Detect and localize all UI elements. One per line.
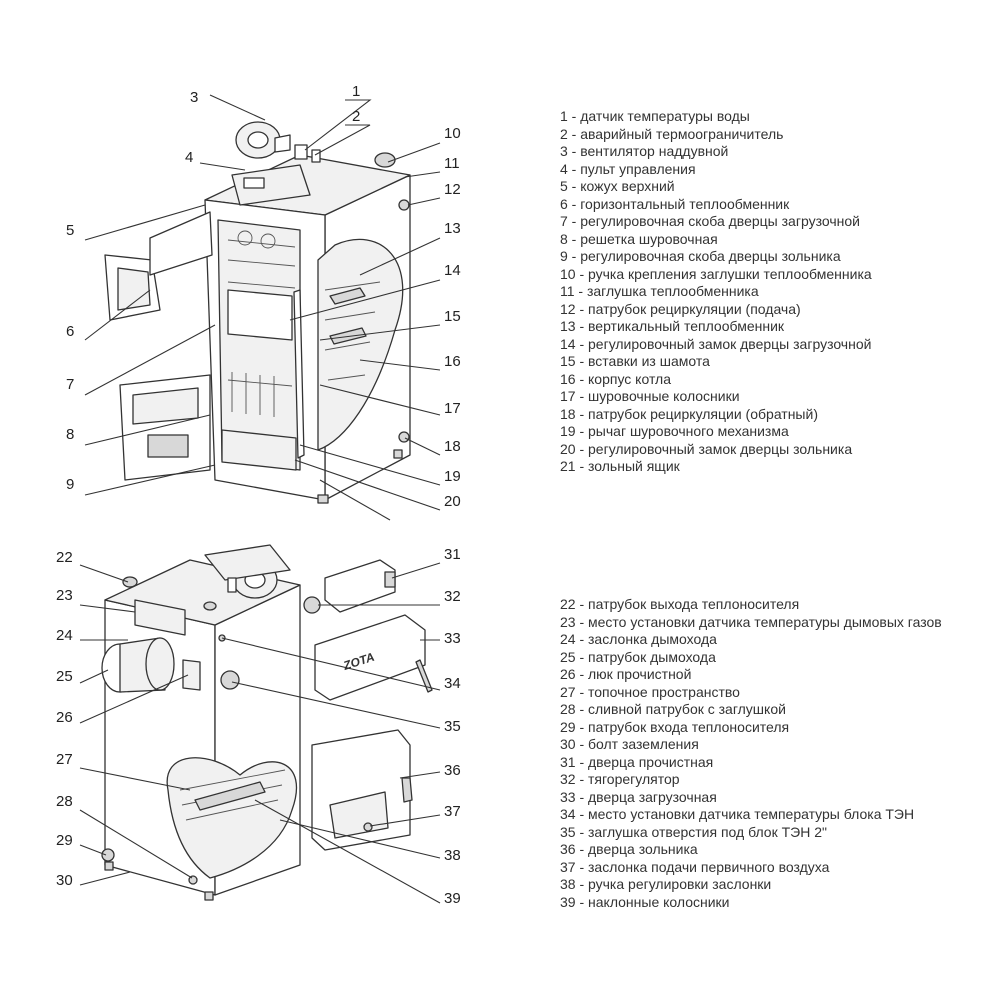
- callout-7: 7: [66, 376, 74, 393]
- legend-item: 28 - сливной патрубок с заглушкой: [560, 701, 786, 717]
- callout-3: 3: [190, 89, 198, 106]
- callout-37: 37: [444, 803, 461, 820]
- callout-33: 33: [444, 630, 461, 647]
- legend-item: 21 - зольный ящик: [560, 458, 680, 474]
- callout-16: 16: [444, 353, 461, 370]
- callout-32: 32: [444, 588, 461, 605]
- legend-item: 17 - шуровочные колосники: [560, 388, 740, 404]
- callout-26: 26: [56, 709, 73, 726]
- callout-numbers-top: 1 2 3 4 5 6 7 8 9 10 11 12 13 14 15 16 1…: [66, 83, 461, 510]
- legend-item: 33 - дверца загрузочная: [560, 788, 717, 805]
- legend-item: 23 - место установки датчика температуры…: [560, 613, 942, 630]
- boiler-front-view: [104, 121, 411, 504]
- legend-item: 16 - корпус котла: [560, 370, 672, 387]
- callout-20: 20: [444, 493, 461, 510]
- legend-item: 35 - заглушка отверстия под блок ТЭН 2": [560, 823, 827, 840]
- callout-lines-bottom: [79, 562, 441, 904]
- callout-6: 6: [66, 323, 74, 340]
- callout-14: 14: [444, 262, 461, 279]
- callout-39: 39: [444, 890, 461, 907]
- callout-lines-top: [84, 94, 441, 521]
- legend-item: 14 - регулировочный замок дверцы загрузо…: [560, 335, 872, 352]
- callout-34: 34: [444, 675, 461, 692]
- callout-18: 18: [444, 438, 461, 455]
- legend-item: 15 - вставки из шамота: [560, 353, 710, 369]
- legend-item: 26 - люк прочистной: [560, 666, 692, 682]
- callout-4: 4: [185, 149, 193, 166]
- legend-item: 13 - вертикальный теплообменник: [560, 318, 785, 334]
- legend-item: 37 - заслонка подачи первичного воздуха: [560, 858, 830, 875]
- callout-36: 36: [444, 762, 461, 779]
- legend-bottom: 22 - патрубок выхода теплоносителя 23 - …: [560, 596, 942, 911]
- callout-13: 13: [444, 220, 461, 237]
- legend-item: 34 - место установки датчика температуры…: [560, 806, 915, 822]
- callout-1: 1: [352, 83, 360, 100]
- legend-item: 6 - горизонтальный теплообменник: [560, 195, 790, 212]
- callout-24: 24: [56, 627, 73, 644]
- callout-numbers-bottom: 22 23 24 25 26 27 28 29 30 31 32 33 34 3…: [56, 546, 461, 907]
- legend-item: 29 - патрубок входа теплоносителя: [560, 718, 790, 735]
- callout-27: 27: [56, 751, 73, 768]
- callout-29: 29: [56, 832, 73, 849]
- legend-item: 31 - дверца прочистная: [560, 753, 714, 770]
- legend-item: 20 - регулировочный замок дверцы зольник…: [560, 440, 853, 457]
- callout-25: 25: [56, 668, 73, 685]
- callout-22: 22: [56, 549, 73, 566]
- callout-17: 17: [444, 400, 461, 417]
- legend-item: 19 - рычаг шуровочного механизма: [560, 423, 789, 439]
- callout-28: 28: [56, 793, 73, 810]
- callout-2: 2: [352, 108, 360, 125]
- legend-item: 9 - регулировочная скоба дверцы зольника: [560, 248, 841, 264]
- legend-item: 36 - дверца зольника: [560, 841, 698, 857]
- legend-item: 8 - решетка шуровочная: [560, 230, 718, 247]
- legend-item: 12 - патрубок рециркуляции (подача): [560, 300, 801, 317]
- callout-8: 8: [66, 426, 74, 443]
- callout-30: 30: [56, 872, 73, 889]
- legend-item: 18 - патрубок рециркуляции (обратный): [560, 405, 818, 422]
- legend-item: 39 - наклонные колосники: [560, 893, 730, 910]
- legend-item: 32 - тягорегулятор: [560, 771, 680, 787]
- legend-item: 10 - ручка крепления заглушки теплообмен…: [560, 265, 872, 282]
- exploded-doors: ZOTA: [303, 559, 433, 851]
- callout-38: 38: [444, 847, 461, 864]
- legend-item: 38 - ручка регулировки заслонки: [560, 876, 772, 892]
- callout-11: 11: [444, 155, 460, 172]
- callout-10: 10: [444, 125, 461, 142]
- callout-35: 35: [444, 718, 461, 735]
- legend-item: 25 - патрубок дымохода: [560, 648, 716, 665]
- callout-12: 12: [444, 181, 461, 198]
- callout-15: 15: [444, 308, 461, 325]
- callout-23: 23: [56, 587, 73, 604]
- legend-item: 5 - кожух верхний: [560, 178, 675, 194]
- legend-item: 3 - вентилятор наддувной: [560, 143, 729, 159]
- callout-5: 5: [66, 222, 74, 239]
- legend-item: 30 - болт заземления: [560, 736, 699, 752]
- legend-item: 11 - заглушка теплообменника: [560, 283, 759, 299]
- legend-top: 1 - датчик температуры воды 2 - аварийны…: [560, 108, 872, 476]
- callout-31: 31: [444, 546, 461, 563]
- legend-item: 27 - топочное пространство: [560, 683, 740, 700]
- boiler-rear-view: [101, 544, 301, 901]
- callout-19: 19: [444, 468, 461, 485]
- legend-item: 24 - заслонка дымохода: [560, 631, 717, 647]
- legend-item: 4 - пульт управления: [560, 160, 696, 177]
- callout-9: 9: [66, 476, 74, 493]
- legend-item: 7 - регулировочная скоба дверцы загрузоч…: [560, 213, 860, 229]
- legend-item: 2 - аварийный термоограничитель: [560, 125, 784, 142]
- legend-item: 22 - патрубок выхода теплоносителя: [560, 596, 800, 612]
- legend-item: 1 - датчик температуры воды: [560, 108, 750, 124]
